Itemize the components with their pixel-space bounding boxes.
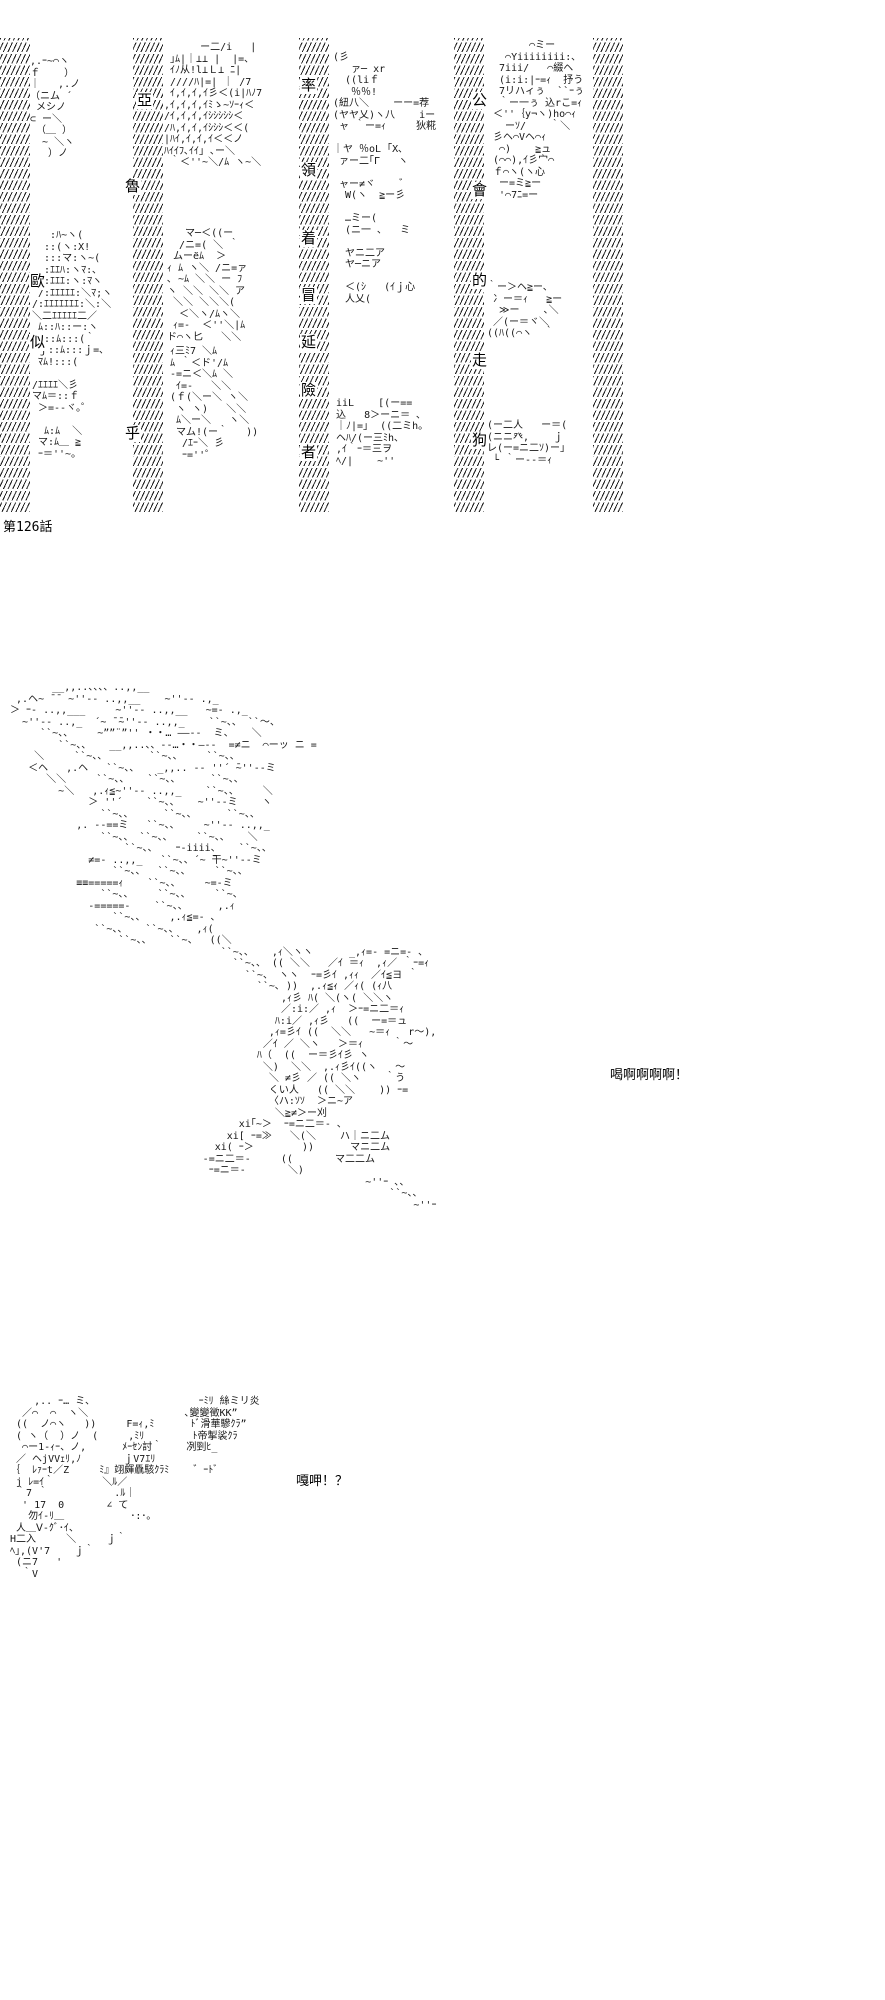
title-kanji: 公 (471, 91, 489, 109)
title-kanji: 冒 (300, 286, 318, 304)
title-aa-fragment-10: :ﾊ~ヽ( ::(ヽ:X! :::マ:ヽ~( :ｴｴﾊ:ヽﾏ:､ /:ｴｴｴ:ヽ… (32, 230, 113, 460)
title-kanji: 者 (300, 443, 318, 461)
title-aa-fragment-5: (彡 ァ─ xr ((liｆ ％％! (紐八＼ ーー=荐 (ヤヤ乂)ヽ八 iー … (333, 52, 437, 305)
title-kanji: 險 (300, 381, 318, 399)
title-kanji: 似 (29, 333, 47, 351)
title-kanji: 領 (300, 161, 318, 179)
title-aa-fragment-4: ｨ三ﾐ7 ＼ﾑ ﾑ ｀＜ド'/ﾑ -=ニ＜＼ﾑ ＼ ｲ=- ＼＼ (ｆ(＼ー＼ … (170, 346, 259, 461)
title-aa-fragment-6: iiL [(ー== 込 8＞ーニ＝ ､ ｜ﾉ|=｣ ((二ミh。 ヘﾊ/(ー三ﾐ… (330, 398, 429, 467)
hatch-stripe-1 (0, 38, 30, 512)
title-aa-fragment-1: ,.ｰ~⌒ヽ ｆ ） ｜ ,.ノ （ニム ´ メシノ ⊂ ー＼ （＿ ） ~ ＼… (30, 56, 81, 160)
characters-aa-art: ,.. ｰ… ミ､ ｰﾐﾘ 絲ミリ炎 ／⌒ ⌒ ヽ＼ ､變變徵KK” (( ノ⌒… (10, 1396, 260, 1580)
character-shout-text: 嘎呷！？ (296, 1474, 349, 1489)
title-kanji: 乎 (124, 424, 142, 442)
title-aa-fragment-2: ー二/i | ｣ﾑ|｜⊥⊥ | |=､ ｲﾉ从!l⊥Ｌ⊥ ﾆ| ////ﾊ|=|… (164, 42, 263, 169)
dragon-shout-text: 喝啊啊啊啊！ (610, 1068, 689, 1083)
title-kanji: 歐 (29, 272, 47, 290)
title-aa-fragment-3: マ─＜((ー /ニ=( ＼ ｀ ムーёﾑ ＞ ｨ ﾑ ヽ＼ /ニ=ァ ､ ~ﾑ … (167, 228, 248, 343)
title-kanji: 亞 (136, 91, 154, 109)
title-kanji: 的 (471, 271, 489, 289)
title-aa-fragment-8: ｀ー＞ヘ≧ー､ 冫ー＝ｨ ≧ー ≫ー ､＼ ／(ー＝ヾ＼ ((ﾊ((⌒ヽ ｀ (487, 282, 563, 340)
title-kanji: 會 (471, 181, 489, 199)
title-kanji: 延 (300, 333, 318, 351)
title-kanji: 着 (300, 229, 318, 247)
title-aa-fragment-9: (ー二人 ー＝( (ニニ癶, ｊ レ(ー=ニ二ｿ)ー｣ └ ｀ー--＝ｨ (487, 420, 568, 466)
episode-label: 第126話 (3, 520, 53, 535)
title-kanji: 走 (471, 351, 489, 369)
title-kanji: 魯 (124, 177, 142, 195)
title-kanji: 狗 (471, 431, 489, 449)
dragon-aa-art: __,,..、、、、..,,__ ,.ヘ~ ̄ ̄ ~''‐- ..,,__ ~… (10, 682, 437, 1211)
hatch-stripe-5 (593, 38, 623, 512)
title-aa-fragment-7: ⌒ミー ⌒Yiiiiiiii:､ 7iii/ ⌒綴ヘ (i:i:|ｰ=ｨ 抒う … (487, 40, 585, 201)
hatch-stripe-3 (299, 38, 329, 512)
title-kanji: 率 (300, 76, 318, 94)
